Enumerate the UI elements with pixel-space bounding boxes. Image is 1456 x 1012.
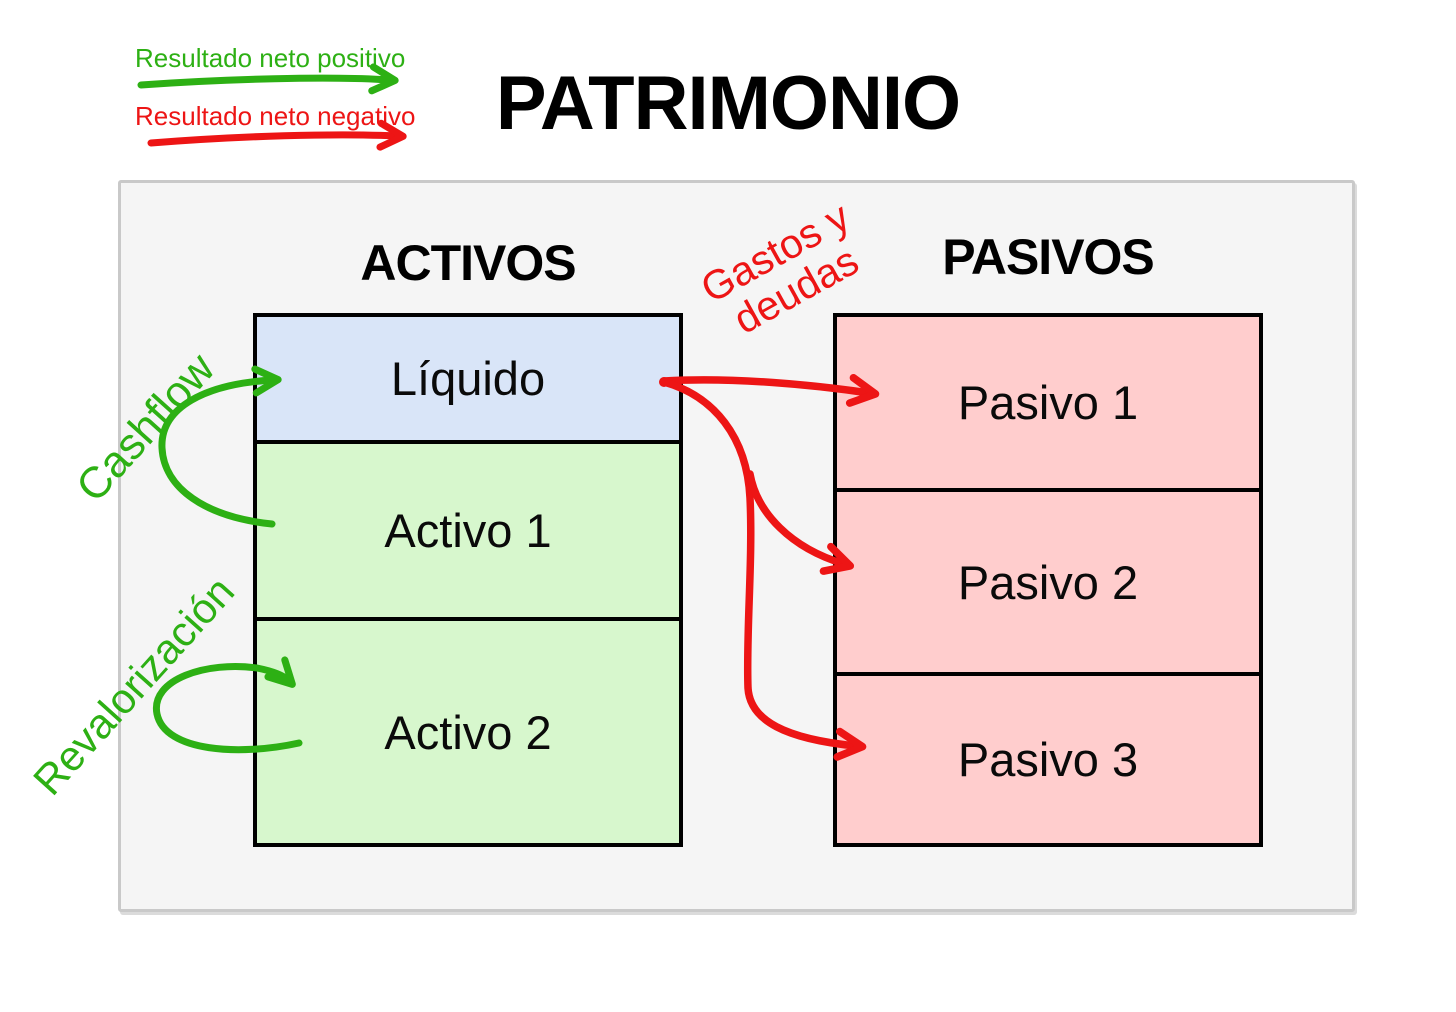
activo-1-box: Activo 1: [253, 440, 683, 621]
liquido-box: Líquido: [253, 313, 683, 444]
pasivo-3-box: Pasivo 3: [833, 672, 1263, 847]
legend-negative-label: Resultado neto negativo: [135, 101, 416, 131]
pasivo-1-label: Pasivo 1: [957, 376, 1139, 429]
activo-2-label: Activo 2: [384, 705, 552, 759]
pasivo-3-label: Pasivo 3: [957, 733, 1139, 786]
legend-positive-label: Resultado neto positivo: [135, 43, 406, 73]
activos-heading: ACTIVOS: [360, 235, 576, 291]
activo-1-label: Activo 1: [384, 504, 552, 557]
pasivo-2-label: Pasivo 2: [957, 555, 1139, 609]
pasivo-1-box: Pasivo 1: [833, 313, 1263, 492]
activo-2-box: Activo 2: [253, 617, 683, 847]
pasivos-heading: PASIVOS: [942, 229, 1155, 285]
page-title: PATRIMONIO: [495, 61, 961, 146]
pasivo-2-box: Pasivo 2: [833, 488, 1263, 676]
liquido-label: Líquido: [390, 352, 546, 405]
